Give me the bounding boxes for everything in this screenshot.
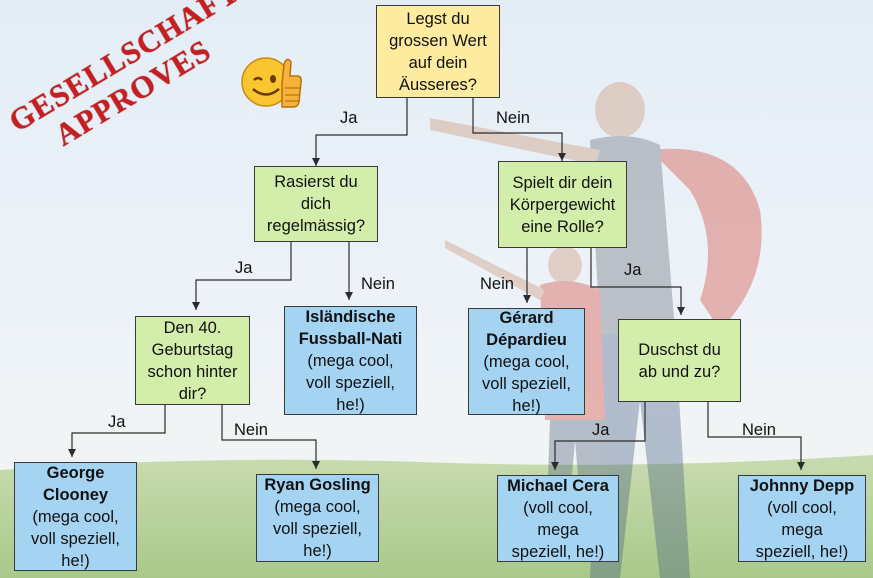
question-shower: Duschst du ab und zu? bbox=[618, 319, 741, 402]
edge-label-nein: Nein bbox=[742, 421, 776, 439]
edge-label-ja: Ja bbox=[340, 109, 358, 127]
gesellschaft-approves-stamp: GESELLSCHAFT APPROVES bbox=[3, 0, 258, 158]
answer-gerard-depardieu: Gérard Dépardieu (mega cool, voll spezie… bbox=[468, 308, 585, 415]
edge-label-ja: Ja bbox=[235, 259, 253, 277]
answer-michael-cera: Michael Cera (voll cool, mega speziell, … bbox=[497, 475, 619, 562]
question-appearance: Legst du grossen Wert auf dein Äusseres? bbox=[376, 5, 500, 98]
answer-george-clooney: George Clooney (mega cool, voll speziell… bbox=[14, 462, 137, 571]
edge-label-ja: Ja bbox=[592, 421, 610, 439]
answer-description: (mega cool, voll speziell, he!) bbox=[31, 507, 120, 570]
answer-description: (mega cool, voll speziell, he!) bbox=[273, 498, 362, 560]
answer-name: Michael Cera bbox=[507, 476, 609, 495]
answer-description: (mega cool, voll speziell, he!) bbox=[306, 351, 395, 414]
edge-label-nein: Nein bbox=[361, 275, 395, 293]
answer-johnny-depp: Johnny Depp (voll cool, mega speziell, h… bbox=[738, 475, 866, 562]
edge-label-nein: Nein bbox=[496, 109, 530, 127]
thumbs-up-wink-emoji bbox=[241, 57, 302, 108]
question-body-weight: Spielt dir dein Körpergewicht eine Rolle… bbox=[498, 161, 627, 248]
edge-label-nein: Nein bbox=[234, 421, 268, 439]
answer-name: Isländische Fussball-Nati bbox=[298, 307, 403, 348]
answer-ryan-gosling: Ryan Gosling (mega cool, voll speziell, … bbox=[256, 474, 379, 562]
answer-name: Ryan Gosling bbox=[264, 476, 371, 494]
answer-name: George Clooney bbox=[42, 463, 109, 504]
answer-name: Johnny Depp bbox=[749, 476, 855, 495]
question-age-40: Den 40. Geburtstag schon hinter dir? bbox=[135, 316, 250, 405]
answer-description: (voll cool, mega speziell, he!) bbox=[755, 498, 849, 561]
answer-iceland-football-team: Isländische Fussball-Nati (mega cool, vo… bbox=[284, 306, 417, 415]
question-shaving: Rasierst du dich regelmässig? bbox=[254, 166, 378, 242]
edge-label-ja: Ja bbox=[624, 261, 642, 279]
edge-label-ja: Ja bbox=[108, 413, 126, 431]
answer-description: (mega cool, voll speziell, he!) bbox=[482, 352, 571, 415]
edge-label-nein: Nein bbox=[480, 275, 514, 293]
answer-description: (voll cool, mega speziell, he!) bbox=[511, 498, 605, 561]
answer-name: Gérard Dépardieu bbox=[486, 308, 567, 349]
